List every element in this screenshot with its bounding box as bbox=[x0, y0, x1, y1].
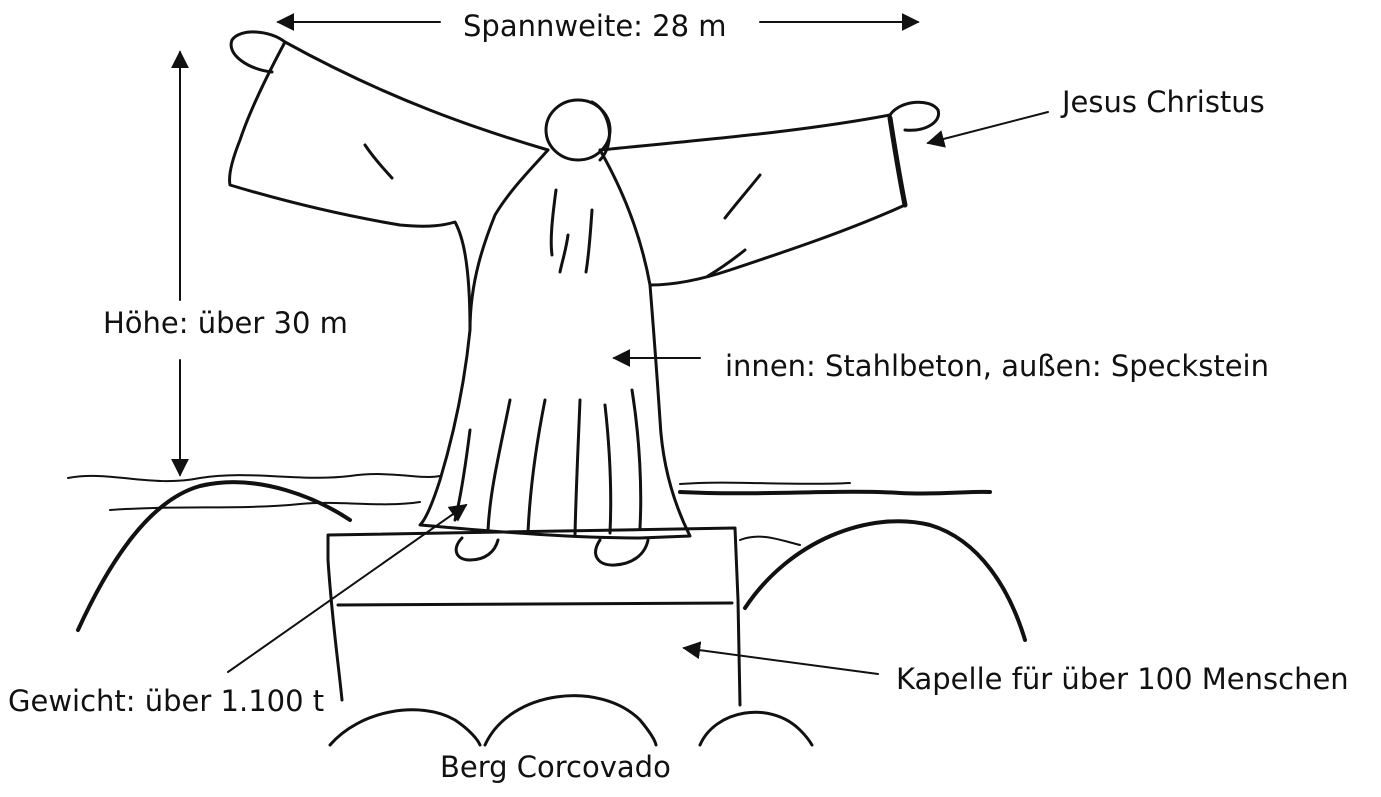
subject-pointer-arrow bbox=[928, 112, 1048, 143]
pedestal-ledge bbox=[338, 603, 732, 605]
robe-fold bbox=[605, 405, 611, 533]
left-hand bbox=[231, 32, 285, 72]
robe-chest-mark bbox=[560, 235, 568, 272]
horizon-line-right-2 bbox=[680, 483, 850, 484]
robe-fold bbox=[528, 400, 545, 532]
pedestal-outline bbox=[328, 528, 740, 705]
span-label: Spannweite: 28 m bbox=[463, 12, 727, 41]
right-hand bbox=[890, 102, 939, 130]
right-sleeve-edge bbox=[890, 118, 905, 205]
horizon-line-left bbox=[68, 474, 440, 481]
subject-label: Jesus Christus bbox=[1062, 88, 1265, 117]
hill-left bbox=[78, 482, 350, 630]
material-label: innen: Stahlbeton, außen: Speckstein bbox=[725, 352, 1269, 381]
robe-chest-mark bbox=[551, 190, 556, 255]
right-sleeve-fold bbox=[725, 175, 760, 218]
weight-label: Gewicht: über 1.100 t bbox=[8, 687, 324, 716]
weight-pointer-arrow bbox=[228, 505, 466, 672]
left-foot bbox=[456, 538, 498, 560]
hill-small-right bbox=[740, 537, 800, 545]
robe-fold bbox=[575, 400, 580, 535]
horizon-line-right bbox=[680, 492, 990, 494]
robe-fold bbox=[632, 390, 641, 528]
mountain-label: Berg Corcovado bbox=[440, 753, 671, 782]
rock-right bbox=[700, 712, 812, 745]
left-sleeve-fold bbox=[365, 145, 392, 178]
height-label: Höhe: über 30 m bbox=[103, 309, 348, 338]
chapel-label: Kapelle für über 100 Menschen bbox=[896, 665, 1349, 694]
chapel-pointer-arrow bbox=[684, 648, 878, 674]
hill-right bbox=[745, 521, 1025, 640]
robe-fold bbox=[488, 400, 510, 530]
right-foot bbox=[596, 540, 648, 565]
robe-chest-mark bbox=[586, 210, 592, 272]
rock-mid bbox=[485, 696, 656, 745]
left-sleeve bbox=[229, 42, 548, 330]
rock-left bbox=[330, 710, 480, 745]
